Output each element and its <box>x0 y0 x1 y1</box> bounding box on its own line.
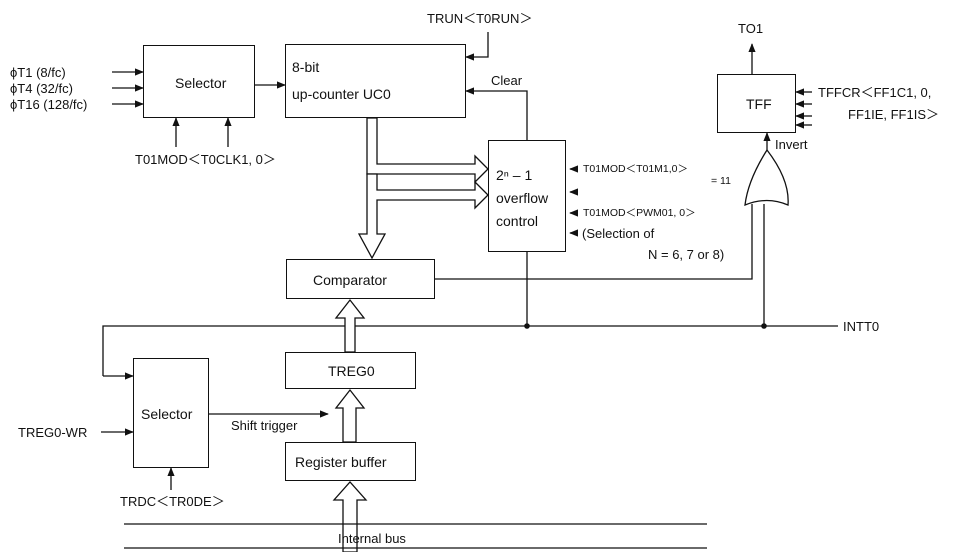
up-counter-block: 8-bit up-counter UC0 <box>285 44 466 118</box>
or-gate <box>744 148 789 207</box>
overflow-control-block: 2ⁿ – 1 overflow control <box>488 140 566 252</box>
clear-label: Clear <box>491 73 523 88</box>
counter-label-2: up-counter UC0 <box>292 86 391 102</box>
selection-label-1: (Selection of <box>582 226 655 241</box>
clear-line <box>465 87 528 140</box>
treg0-to-comparator-bus <box>334 298 366 353</box>
counter-to-comparator-bus <box>357 173 489 260</box>
overflow-label-1: 2ⁿ – 1 <box>496 167 533 183</box>
treg0-label: TREG0 <box>328 363 375 379</box>
t01mod-pwm-label: T01MOD＜PWM01, 0＞ <box>583 207 696 219</box>
tffcr-label-2: FF1IE, FF1IS＞ <box>848 107 940 122</box>
comparator-block: Comparator <box>286 259 435 299</box>
internal-bus-label: Internal bus <box>338 531 406 546</box>
trdc-label: TRDC＜TR0DE＞ <box>120 494 225 509</box>
tff-label: TFF <box>746 96 772 112</box>
phiT4-label: ϕT4 (32/fc) <box>10 81 73 96</box>
selector-top-label: Selector <box>175 75 227 91</box>
overflow-label-3: control <box>496 213 539 229</box>
comparator-to-or <box>434 204 753 280</box>
counter-to-overflow-bus <box>366 117 489 184</box>
trun-label: TRUN＜T0RUN＞ <box>427 11 533 26</box>
bus-to-buffer-arrow <box>332 481 368 552</box>
selection-label-2: N = 6, 7 or 8) <box>648 247 725 262</box>
junction-dot-or <box>761 323 767 329</box>
t01mod-clk-label: T01MOD＜T0CLK1, 0＞ <box>135 152 276 167</box>
overflow-label-2: overflow <box>496 190 549 206</box>
junction-dot-overflow <box>524 323 530 329</box>
selector-bottom-block: Selector <box>133 358 209 468</box>
eq11-label: = 11 <box>711 175 731 187</box>
counter-label-1: 8-bit <box>292 59 320 75</box>
intt0-label: INTT0 <box>843 319 880 334</box>
intt0-line <box>102 325 838 376</box>
t01mod-m1-label: T01MOD＜T01M1,0＞ <box>583 163 689 175</box>
phiT16-label: ϕT16 (128/fc) <box>10 97 88 112</box>
tffcr-label-1: TFFCR＜FF1C1, 0, <box>818 85 932 100</box>
buffer-to-treg0-bus <box>334 388 366 443</box>
trun-line <box>465 32 489 61</box>
selector-bottom-label: Selector <box>141 406 193 422</box>
treg0-block: TREG0 <box>285 352 416 389</box>
register-buffer-label: Register buffer <box>295 454 387 470</box>
phiT1-label: ϕT1 (8/fc) <box>10 65 66 80</box>
tff-block: TFF <box>717 74 796 133</box>
to1-label: TO1 <box>738 21 764 36</box>
shift-trigger-label: Shift trigger <box>231 418 298 433</box>
treg0-wr-label: TREG0-WR <box>18 425 88 440</box>
comparator-label: Comparator <box>313 272 387 288</box>
invert-label: Invert <box>775 137 808 152</box>
selector-top-block: Selector <box>143 45 255 118</box>
register-buffer-block: Register buffer <box>285 442 416 481</box>
